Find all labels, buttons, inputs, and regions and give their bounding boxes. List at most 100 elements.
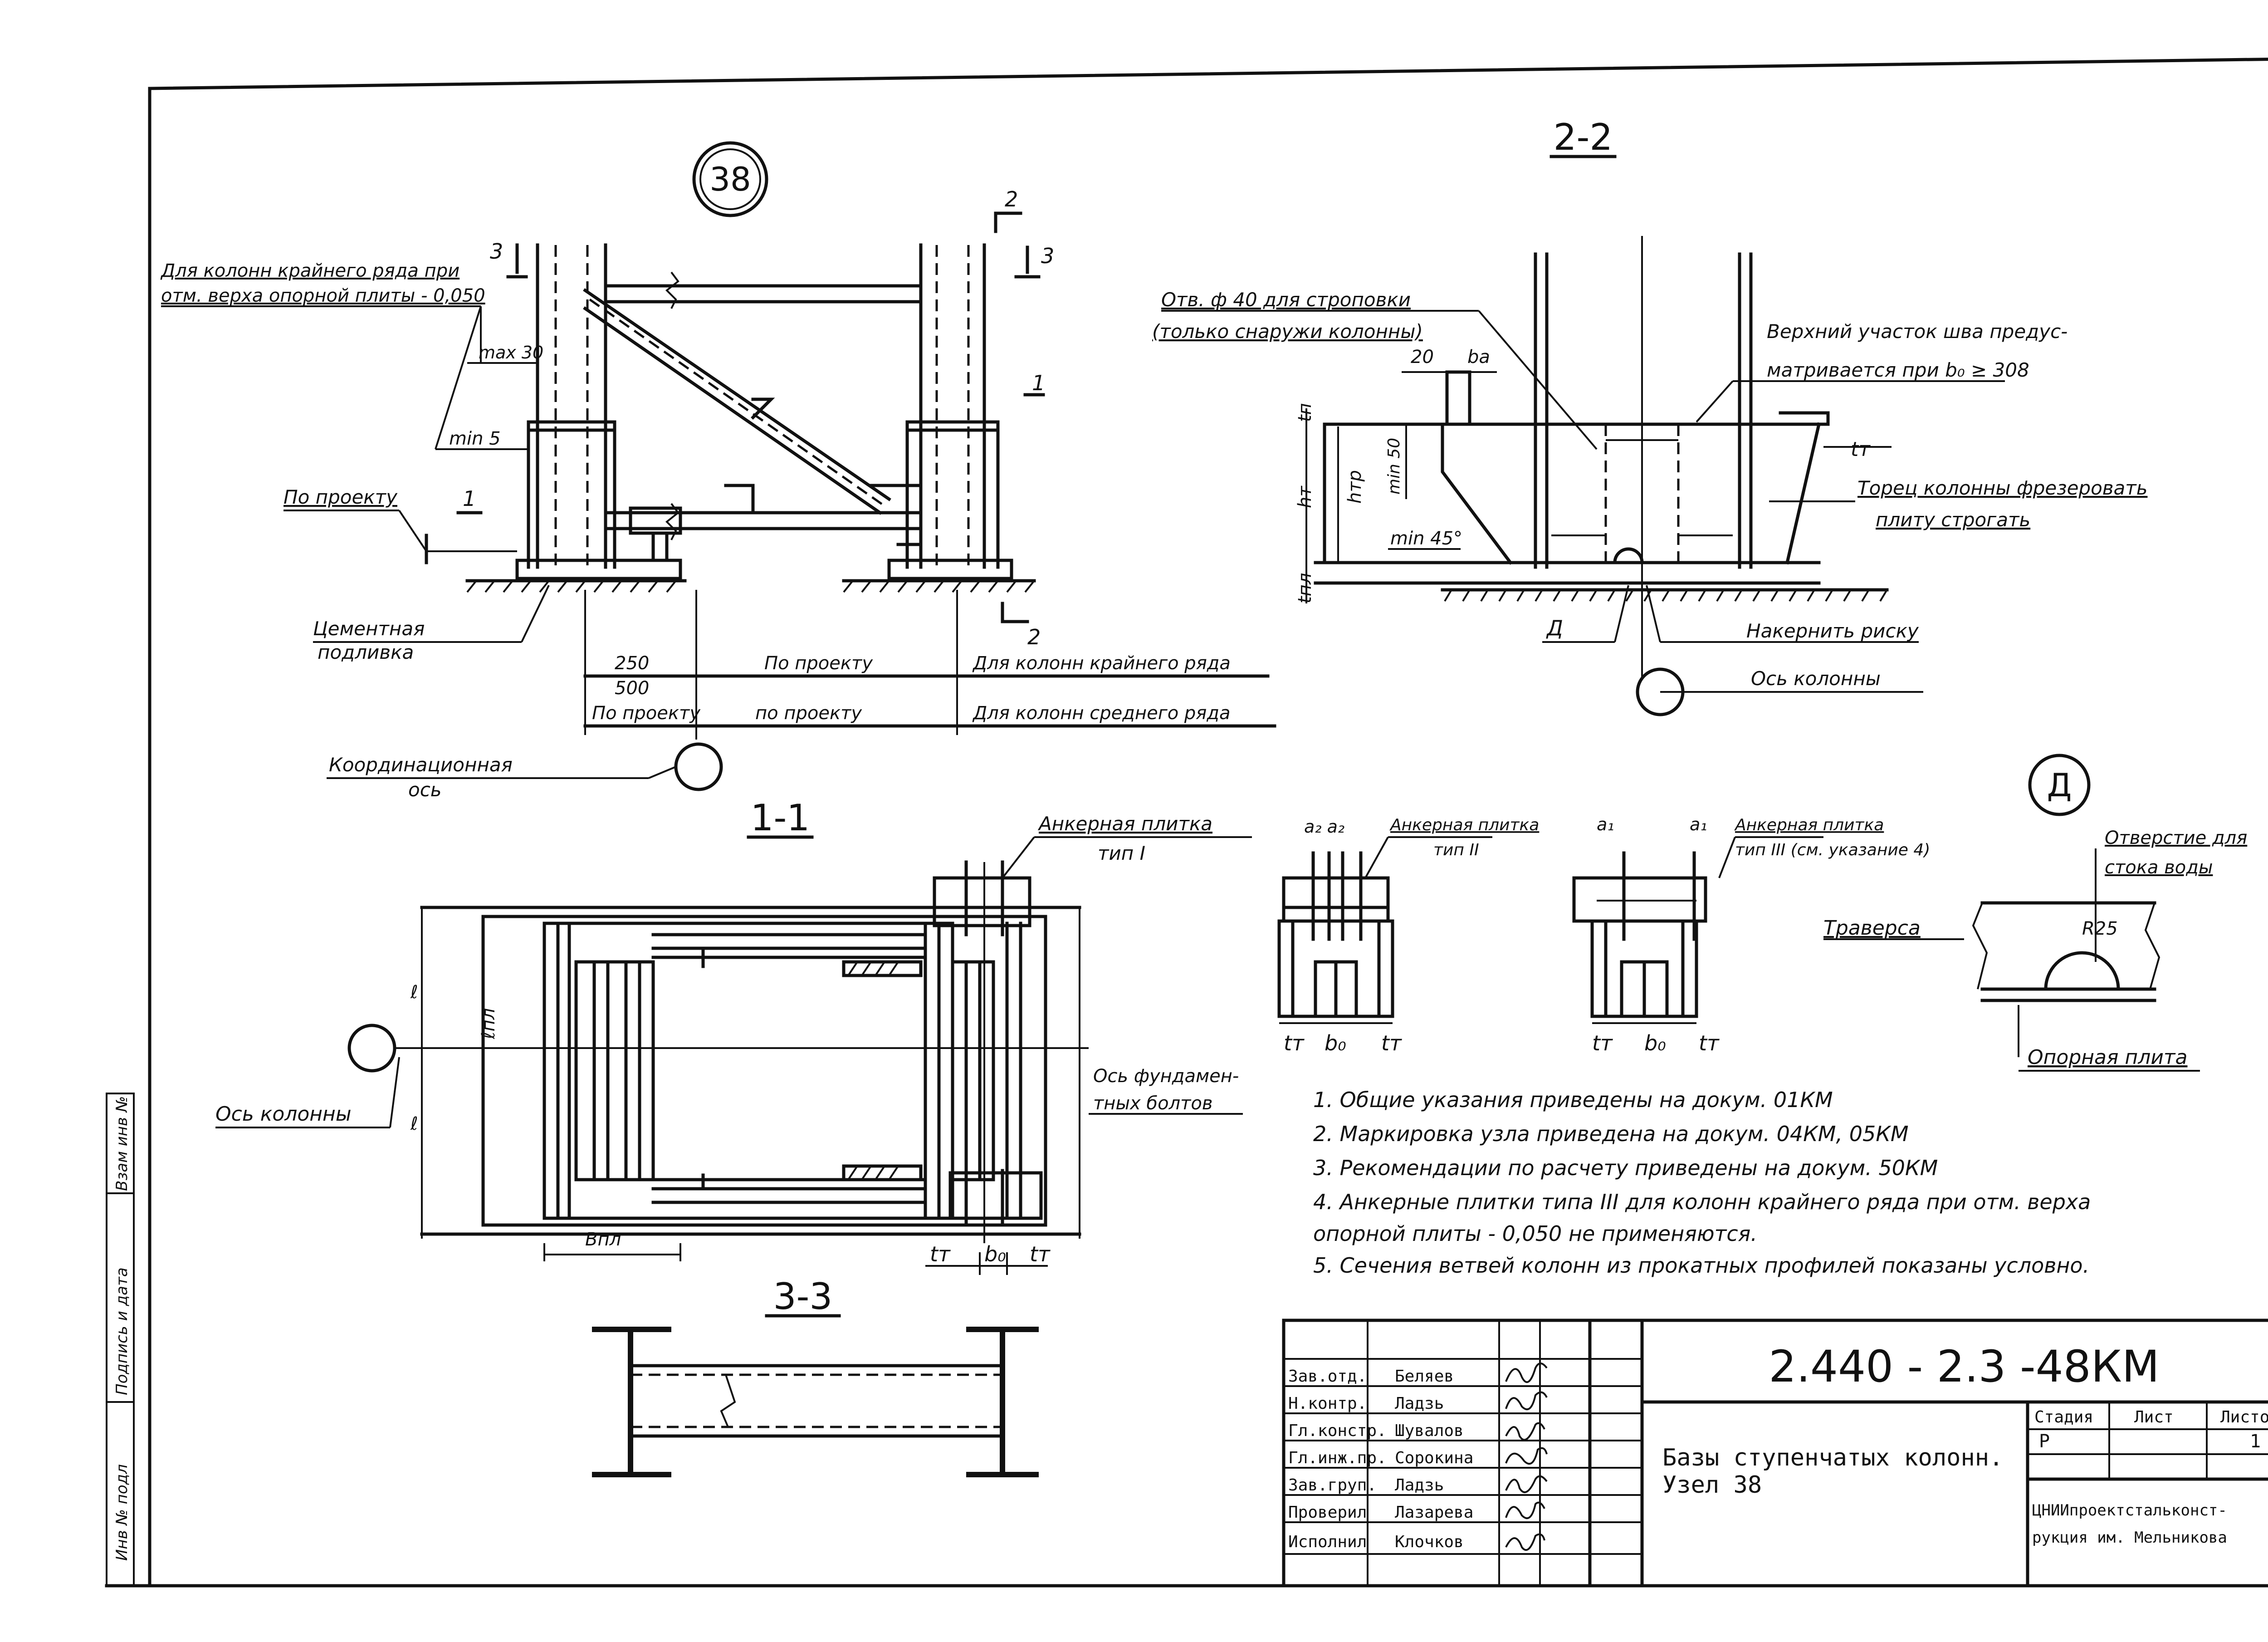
stamp-vzam: Взам инв № bbox=[113, 1096, 131, 1191]
section-1-1: 1-1 bbox=[215, 797, 1252, 1275]
staff-name-4: Ладзь bbox=[1395, 1476, 1444, 1495]
sec22-upper-2: матривается при b₀ ≥ 308 bbox=[1767, 359, 2029, 381]
staff-name-3: Сорокина bbox=[1395, 1449, 1473, 1467]
title-block: Зав.отд. Беляев Н.контр. Ладзь Гл.констр… bbox=[1282, 1319, 2268, 1588]
sec22-upper-1: Верхний участок шва предус- bbox=[1767, 320, 2068, 343]
elev-min5: min 5 bbox=[449, 428, 501, 449]
sec22-dim20: 20 bbox=[1411, 347, 1434, 368]
sec11-anchor-1: Анкерная плитка bbox=[1037, 813, 1212, 835]
detail-d-letter: Д bbox=[2047, 767, 2072, 804]
elev-mark-2-top: 2 bbox=[1005, 187, 1018, 211]
note-4: 4. Анкерные плитки типа III для колонн к… bbox=[1313, 1190, 2091, 1214]
sec22-mark-d: Д bbox=[1546, 616, 1563, 640]
org-1: ЦНИИпроектстальконст- bbox=[2032, 1501, 2227, 1519]
sec11-bpl: Bпл bbox=[585, 1229, 621, 1250]
a3-label-1: Анкерная плитка bbox=[1734, 816, 1884, 834]
staff-role-1: Н.контр. bbox=[1288, 1394, 1367, 1413]
sec22-hole-1: Отв. ф 40 для строповки bbox=[1161, 289, 1411, 311]
section-2-2: 2-2 bbox=[1152, 116, 2147, 716]
elev-coord-2: ось bbox=[408, 779, 442, 801]
a2-tt-right: tт bbox=[1381, 1031, 1402, 1055]
side-stamp: Взам инв № Подпись и дата Инв № подл bbox=[106, 1093, 135, 1587]
staff-name-2: Шувалов bbox=[1395, 1421, 1464, 1440]
sec11-axis-bubble bbox=[347, 1024, 396, 1073]
sec11-col-axis: Ось колонны bbox=[215, 1103, 352, 1126]
sec11-b0: b₀ bbox=[984, 1242, 1006, 1266]
stamp-podpis: Подпись и дата bbox=[113, 1267, 131, 1395]
elev-note-outer-1: Для колонн крайнего ряда при bbox=[160, 260, 459, 281]
sec11-tt-right: tт bbox=[1030, 1242, 1051, 1266]
elev-coord-1: Координационная bbox=[329, 754, 513, 776]
sec11-l-top: ℓ bbox=[410, 982, 418, 1003]
sec22-dim-ba: bа bbox=[1467, 347, 1490, 368]
detail-drain-2: стока воды bbox=[2105, 857, 2213, 878]
elev-mark-1-left: 1 bbox=[463, 486, 476, 511]
elev-note-outer-2: отм. верха опорной плиты - 0,050 bbox=[161, 285, 485, 306]
doc-title-2: Узел 38 bbox=[1662, 1471, 1762, 1499]
sec22-title: 2-2 bbox=[1554, 116, 1613, 158]
staff-role-0: Зав.отд. bbox=[1288, 1367, 1367, 1386]
sec22-tp: tп bbox=[1295, 403, 1315, 422]
staff-role-2: Гл.констр. bbox=[1288, 1421, 1387, 1440]
sec22-endmill-2: плиту строгать bbox=[1876, 509, 2030, 531]
stage-value: Р bbox=[2039, 1431, 2050, 1452]
note-4b: опорной плиты - 0,050 не применяются. bbox=[1313, 1221, 1757, 1246]
elev-row2-right: Для колонн среднего ряда bbox=[972, 703, 1231, 724]
sec22-tnl: tпл bbox=[1295, 573, 1315, 603]
anchor-plate-views: a₂ a₂ Анкерная плитка тип II tт b₀ tт a₁… bbox=[1277, 814, 1930, 1055]
sec22-htr: hтр bbox=[1344, 470, 1365, 504]
staff-role-3: Гл.инж.пр. bbox=[1288, 1449, 1387, 1467]
sec33-title: 3-3 bbox=[773, 1275, 833, 1318]
staff-name-1: Ладзь bbox=[1395, 1394, 1444, 1413]
elev-per-project: По проекту bbox=[284, 486, 398, 508]
coord-axis-bubble bbox=[674, 742, 723, 791]
org-2: рукция им. Мельникова bbox=[2032, 1529, 2227, 1547]
a2-dims: a₂ a₂ bbox=[1304, 817, 1344, 837]
detail-D: Д Отверстие для стока воды Траверса R25 … bbox=[1823, 754, 2247, 1072]
sec11-found-1: Ось фундамен- bbox=[1093, 1066, 1239, 1087]
sec22-endmill-1: Торец колонны фрезеровать bbox=[1857, 477, 2147, 499]
signatures bbox=[1505, 1363, 1548, 1551]
elev-dim-500: 500 bbox=[615, 678, 649, 699]
sheets-value: 1 bbox=[2250, 1431, 2261, 1452]
sec11-tt-left: tт bbox=[930, 1242, 951, 1266]
general-notes: 1. Общие указания приведены на докум. 01… bbox=[1313, 1088, 2091, 1278]
elev-row1-right: Для колонн крайнего ряда bbox=[972, 653, 1231, 674]
a2-tt-left: tт bbox=[1284, 1031, 1305, 1055]
sec22-ht: hт bbox=[1295, 485, 1315, 508]
sec22-col-axis: Ось колонны bbox=[1751, 667, 1881, 690]
elev-mark-3-left: 3 bbox=[490, 239, 503, 264]
sec22-hole-2: (только снаружи колонны) bbox=[1152, 320, 1423, 343]
a3-label-2: тип III (см. указание 4) bbox=[1735, 841, 1930, 859]
staff-role-4: Зав.груп. bbox=[1288, 1476, 1377, 1495]
sec11-found-2: тных болтов bbox=[1093, 1093, 1212, 1114]
a3-tt-left: tт bbox=[1592, 1031, 1613, 1055]
detail-d-circle bbox=[2028, 754, 2091, 816]
elev-row2-mid: по проекту bbox=[755, 703, 862, 724]
detail-drain-1: Отверстие для bbox=[2105, 828, 2247, 848]
elev-mark-2-bottom: 2 bbox=[1027, 625, 1041, 649]
a2-label-2: тип II bbox=[1433, 841, 1479, 859]
detail-r25: R25 bbox=[2082, 918, 2118, 939]
a2-b0: b₀ bbox=[1325, 1031, 1346, 1055]
sec11-title: 1-1 bbox=[751, 797, 810, 839]
a3-a1: a₁ bbox=[1597, 814, 1614, 834]
note-1: 1. Общие указания приведены на докум. 01… bbox=[1313, 1088, 1833, 1112]
node-number: 38 bbox=[709, 160, 751, 198]
sec22-min50: min 50 bbox=[1385, 438, 1403, 495]
elev-mark-3-right: 3 bbox=[1041, 244, 1054, 268]
a3-b0: b₀ bbox=[1644, 1031, 1666, 1055]
a3-a1b: a₁ bbox=[1690, 814, 1707, 834]
sec11-lpl: ℓпл bbox=[478, 1008, 499, 1039]
sec11-anchor-2: тип I bbox=[1098, 842, 1145, 864]
elev-row1-mid: По проекту bbox=[764, 653, 873, 674]
stage-header: Стадия bbox=[2034, 1408, 2093, 1426]
staff-name-5: Лазарева bbox=[1395, 1503, 1473, 1522]
stamp-inv-podl: Инв № подл bbox=[113, 1464, 131, 1561]
note-5: 5. Сечения ветвей колонн из прокатных пр… bbox=[1313, 1253, 2089, 1278]
elev-row2-left: По проекту bbox=[592, 703, 701, 724]
elev-max30: max 30 bbox=[479, 343, 543, 363]
doc-code: 2.440 - 2.3 -48КМ bbox=[1769, 1341, 2159, 1392]
sheets-header: Листов bbox=[2220, 1408, 2268, 1426]
